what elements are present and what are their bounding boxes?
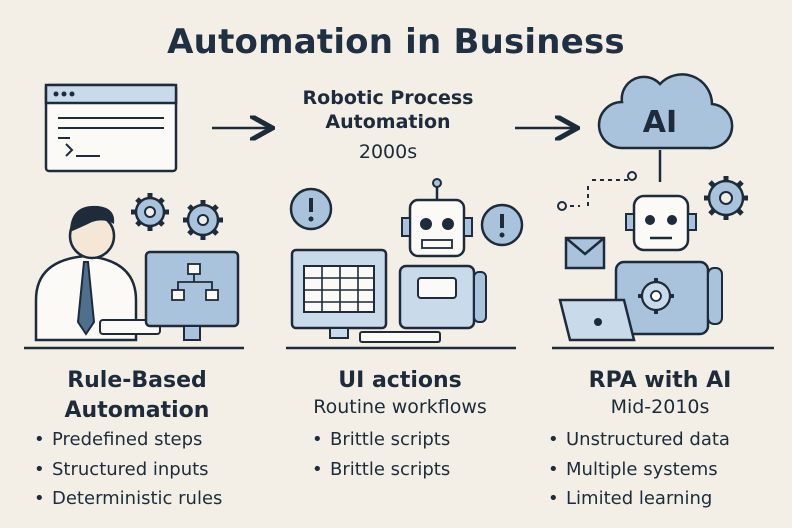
spreadsheet-monitor-icon bbox=[290, 248, 388, 339]
column-title-line1: Rule-Based bbox=[67, 368, 207, 393]
rpa-header-line1: Robotic Process bbox=[302, 87, 474, 109]
column-title-line2: Automation bbox=[64, 398, 210, 423]
rpa-header-year: 2000s bbox=[358, 141, 418, 163]
list-item: Multiple systems bbox=[548, 455, 730, 485]
column-rule-based-bullets: Predefined steps Structured inputs Deter… bbox=[34, 425, 222, 514]
list-item: Predefined steps bbox=[34, 425, 222, 455]
gear-icon bbox=[183, 200, 223, 240]
rpa-header-line2: Automation bbox=[325, 111, 451, 133]
monitor-flowchart-icon bbox=[144, 250, 240, 341]
list-item: Deterministic rules bbox=[34, 484, 222, 514]
connector-dots bbox=[557, 171, 637, 211]
column-ui-actions-title: UI actions bbox=[338, 368, 462, 393]
page-title: Automation in Business bbox=[167, 22, 625, 62]
column-rpa-ai-subtitle: Mid-2010s bbox=[610, 396, 710, 418]
browser-window-icon bbox=[44, 83, 178, 173]
list-item: Limited learning bbox=[548, 484, 730, 514]
laptop-icon bbox=[558, 298, 636, 342]
column-rpa-ai-title: RPA with AI bbox=[588, 368, 732, 393]
envelope-icon bbox=[564, 236, 606, 270]
office-worker-illustration bbox=[34, 205, 161, 342]
gear-icon bbox=[704, 176, 748, 220]
ai-robot-illustration bbox=[614, 194, 723, 336]
alert-icon bbox=[289, 187, 333, 231]
ai-cloud-icon: AI bbox=[597, 73, 734, 182]
column-rule-based-title: Rule-Based Automation bbox=[24, 366, 250, 426]
list-item: Brittle scripts bbox=[312, 425, 450, 455]
list-item: Unstructured data bbox=[548, 425, 730, 455]
alert-icon bbox=[480, 203, 524, 247]
column-rpa-ai-bullets: Unstructured data Multiple systems Limit… bbox=[548, 425, 730, 514]
list-item: Structured inputs bbox=[34, 455, 222, 485]
column-ui-actions-bullets: Brittle scripts Brittle scripts bbox=[312, 425, 450, 484]
ai-cloud-label: AI bbox=[643, 105, 677, 140]
rpa-header-label: Robotic Process Automation 2000s bbox=[268, 86, 508, 164]
column-ui-actions-subtitle: Routine workflows bbox=[313, 396, 487, 418]
robot-illustration bbox=[359, 178, 487, 343]
gear-icon bbox=[131, 193, 169, 231]
list-item: Brittle scripts bbox=[312, 455, 450, 485]
